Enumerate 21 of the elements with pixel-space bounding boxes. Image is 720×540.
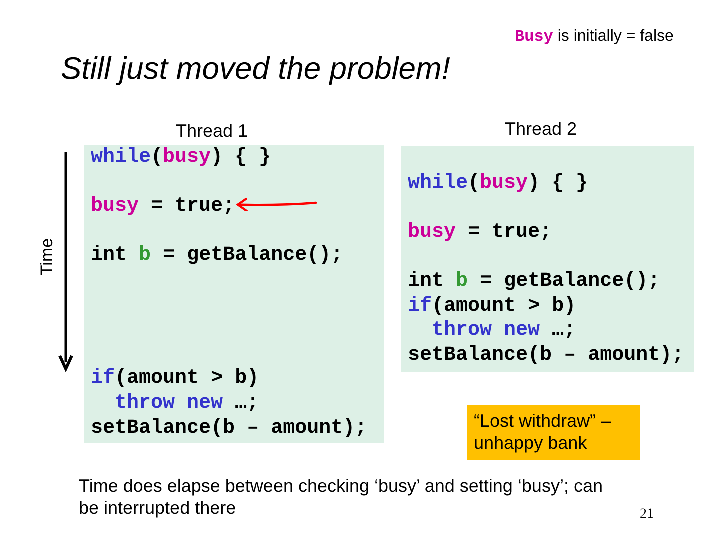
code-line: setBalance(b – amount); [91,416,368,441]
code-line: if(amount > b) [408,294,576,319]
code-line: int b = getBalance(); [91,243,344,268]
code-line: busy = true; [91,194,236,220]
slide-title: Still just moved the problem! [61,50,450,88]
code-line: busy = true; [408,220,552,245]
time-label: Time [37,238,58,276]
callout-note: “Lost withdraw” – unhappy bank [467,405,640,460]
column-heading: Thread 2 [505,119,578,139]
code-line: while(busy) { } [408,170,588,196]
code-line: throw new …; [115,391,260,416]
initial-value-note: Busy is initially = false [515,27,674,47]
code-line: while(busy) { } [91,145,272,170]
arrow [236,198,318,212]
code-line: if(amount > b) [91,366,260,392]
code-line: setBalance(b – amount); [408,342,684,368]
page-number: 21 [640,506,654,524]
explanation-text: Time does elapse between checking ‘busy’ and setting ‘busy’; can be interrupted there [79,475,604,519]
code-line: int b = getBalance(); [408,269,660,294]
column-heading: Thread 1 [176,121,248,141]
code-line: throw new …; [432,318,576,344]
